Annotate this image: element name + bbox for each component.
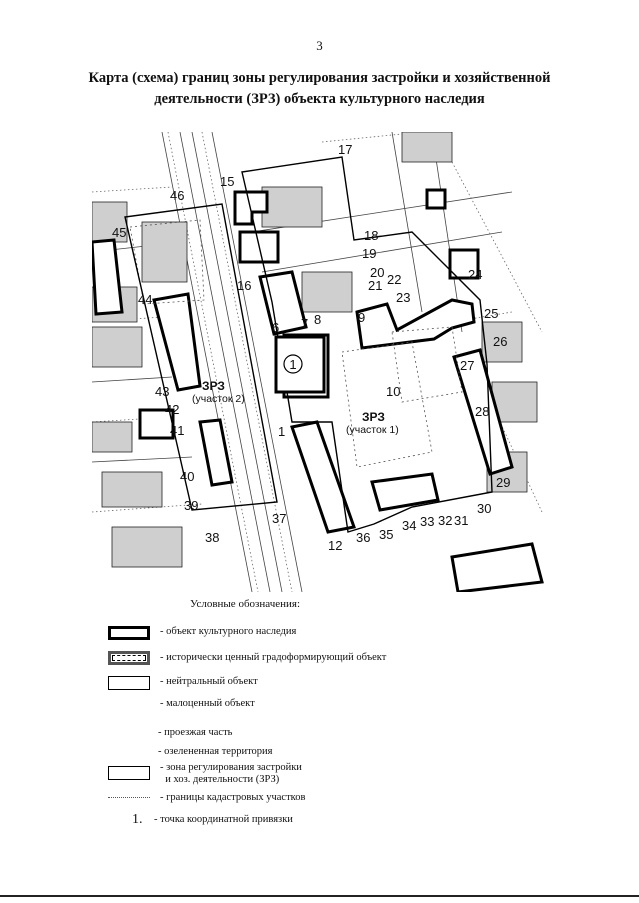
point-label: 35 [379, 527, 393, 542]
zrz-boundaries [124, 156, 493, 533]
legend-text-historic: - исторически ценный градоформирующий об… [160, 652, 387, 663]
point-label: 16 [237, 278, 251, 293]
point-label: 29 [496, 475, 510, 490]
street-lines [92, 132, 513, 592]
point-label: 1 [278, 424, 285, 439]
page-title: Карта (схема) границ зоны регулирования … [0, 68, 639, 110]
point-label: 43 [155, 384, 169, 399]
point-label: 9 [358, 310, 365, 325]
heritage-object-marker: 1 [274, 335, 326, 394]
legend-symbol-zrz [108, 766, 150, 780]
zone-label-2-sub: (участок 2) [192, 393, 245, 405]
point-label: 37 [272, 511, 286, 526]
point-label: 23 [396, 290, 410, 305]
point-label: 7 [301, 316, 308, 331]
point-label: 46 [170, 188, 184, 203]
point-label: 28 [475, 404, 489, 419]
point-label: 30 [477, 501, 491, 516]
legend-text-neutral: - нейтральный объект [160, 676, 258, 687]
zone-label-1-title: ЗРЗ [362, 410, 385, 424]
legend-text-cadastral: - границы кадастровых участков [160, 792, 306, 803]
zone-label-2-title: ЗРЗ [202, 379, 225, 393]
point-label: 33 [420, 514, 434, 529]
legend-title: Условные обозначения: [190, 598, 301, 610]
legend-symbol-historic [108, 651, 150, 665]
point-label: 8 [314, 312, 321, 327]
point-label: 26 [493, 334, 507, 349]
point-label: 31 [454, 513, 468, 528]
point-labels: 1 6 7 8 9 10 12 15 16 17 18 19 20 21 22 … [112, 142, 510, 553]
point-label: 36 [356, 530, 370, 545]
legend-text-low-value: - малоценный объект [160, 698, 255, 709]
legend-symbol-heritage [108, 626, 150, 640]
page-number: 3 [316, 38, 323, 53]
heritage-object-number: 1 [289, 357, 296, 372]
title-line-2: деятельности (ЗРЗ) объекта культурного н… [154, 91, 485, 107]
point-label: 12 [328, 538, 342, 553]
point-label: 45 [112, 225, 126, 240]
point-label: 15 [220, 174, 234, 189]
legend-text-green: - озелененная территория [158, 746, 273, 757]
point-label: 34 [402, 518, 416, 533]
zone-label-1-sub: (участок 1) [346, 424, 399, 436]
buildings-heritage [92, 188, 544, 592]
point-label: 25 [484, 306, 498, 321]
page-bottom-rule [0, 895, 639, 897]
point-label: 40 [180, 469, 194, 484]
point-label: 20 [370, 265, 384, 280]
legend-marker-tie-point: 1. [132, 812, 143, 827]
legend-text-zrz: - зона регулирования застройки и хоз. де… [160, 762, 302, 785]
point-label: 44 [138, 292, 152, 307]
point-label: 10 [386, 384, 400, 399]
point-label: 17 [338, 142, 352, 157]
point-label: 41 [170, 423, 184, 438]
legend-text-heritage: - объект культурного наследия [160, 626, 297, 637]
title-line-1: Карта (схема) границ зоны регулирования … [88, 70, 551, 86]
point-label: 18 [364, 228, 378, 243]
point-label: 39 [184, 498, 198, 513]
legend-symbol-neutral [108, 676, 150, 690]
point-label: 21 [368, 278, 382, 293]
point-label: 19 [362, 246, 376, 261]
zone-map: 1 ЗРЗ (участок 2) ЗРЗ (участок 1) 1 6 7 … [92, 132, 544, 592]
point-label: 38 [205, 530, 219, 545]
point-label: 27 [460, 358, 474, 373]
point-label: 24 [468, 267, 482, 282]
legend-text-tie-point: - точка координатной привязки [154, 814, 293, 825]
point-label: 32 [438, 513, 452, 528]
point-label: 22 [387, 272, 401, 287]
legend-symbol-cadastral [108, 797, 150, 798]
legend-text-roadway: - проезжая часть [158, 727, 233, 738]
point-label: 6 [272, 320, 279, 335]
point-label: 42 [165, 402, 179, 417]
